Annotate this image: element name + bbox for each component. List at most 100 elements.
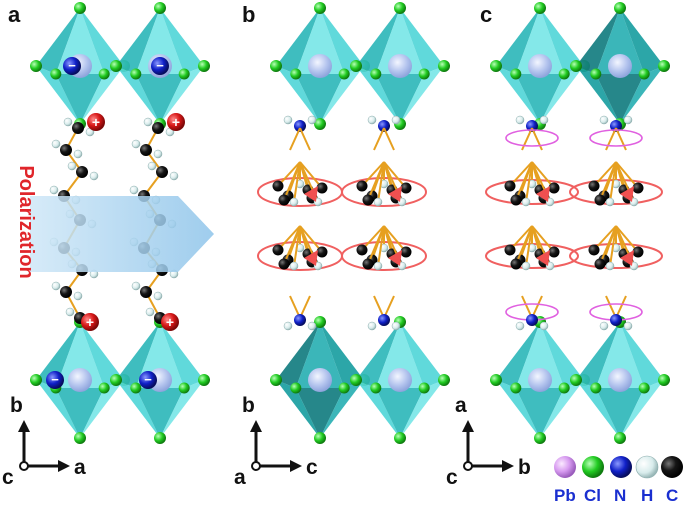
cl-atom: [510, 382, 522, 394]
polarization-arrow: Polarization: [15, 165, 214, 279]
cl-atom: [370, 68, 382, 80]
h-atom: [73, 291, 83, 301]
cl-atom: [130, 382, 142, 394]
bond: [289, 127, 301, 151]
c-atom: [400, 182, 412, 194]
h-atom: [599, 115, 609, 125]
bond: [525, 161, 533, 203]
c-atom: [152, 122, 164, 134]
h-atom: [153, 291, 163, 301]
h-atom: [391, 115, 401, 125]
bond: [599, 225, 617, 265]
c-atom: [272, 180, 284, 192]
bond: [599, 161, 617, 201]
rotation-arrow: [304, 186, 318, 202]
negative-charge-sign: −: [68, 58, 76, 73]
h-atom: [307, 321, 317, 331]
c-atom: [60, 286, 72, 298]
pbcl6-octahedron: [490, 2, 590, 130]
cl-atom: [658, 374, 670, 386]
h-atom: [51, 139, 61, 149]
h-atom: [521, 197, 531, 207]
cl-atom: [98, 382, 110, 394]
h-atom: [49, 185, 59, 195]
pb-atom: [308, 54, 332, 78]
cl-atom: [570, 60, 582, 72]
organic-cation-layer: −−−−++++: [46, 57, 663, 389]
cl-atom: [490, 60, 502, 72]
cl-atom: [30, 374, 42, 386]
c-atom: [72, 122, 84, 134]
cl-atom: [154, 432, 166, 444]
cl-atom: [314, 118, 326, 130]
bond: [377, 225, 385, 267]
bond: [615, 161, 639, 189]
panel-label-c: c: [480, 2, 492, 27]
h-atom: [131, 281, 141, 291]
pbcl6-octahedron: [30, 316, 130, 444]
cl-atom: [510, 68, 522, 80]
h-atom: [63, 117, 73, 127]
h-atom: [51, 281, 61, 291]
bond: [383, 161, 407, 189]
legend-swatch-pb: [554, 456, 576, 478]
pb-atom: [308, 368, 332, 392]
cl-atom: [558, 382, 570, 394]
cl-atom: [394, 2, 406, 14]
h-atom: [373, 261, 383, 271]
h-atom: [373, 197, 383, 207]
h-atom: [129, 185, 139, 195]
cl-atom: [418, 382, 430, 394]
h-atom: [539, 321, 549, 331]
cl-atom: [394, 432, 406, 444]
cl-atom: [350, 60, 362, 72]
pb-atom: [388, 368, 412, 392]
c-atom: [588, 180, 600, 192]
rotation-arrow: [304, 250, 318, 266]
c-atom: [60, 144, 72, 156]
cl-atom: [290, 68, 302, 80]
bond: [377, 161, 385, 203]
cl-atom: [338, 382, 350, 394]
axis-horizontal-label: a: [74, 456, 86, 479]
pbcl6-octahedron: [270, 316, 370, 444]
h-atom: [283, 115, 293, 125]
panel-label-b: b: [242, 2, 255, 27]
bond: [299, 161, 323, 189]
h-atom: [153, 149, 163, 159]
cl-atom: [270, 60, 282, 72]
rotation-arrow: [620, 250, 634, 266]
h-atom: [599, 321, 609, 331]
cl-atom: [490, 374, 502, 386]
cl-atom: [534, 2, 546, 14]
cl-atom: [534, 432, 546, 444]
cl-atom: [290, 382, 302, 394]
n-atom: [378, 314, 390, 326]
c-atom: [588, 244, 600, 256]
n-atom: [526, 314, 538, 326]
c-atom: [632, 246, 644, 258]
cl-atom: [198, 60, 210, 72]
polarization-label: Polarization: [15, 165, 37, 278]
axis-indicator-c: a b c: [446, 394, 531, 489]
pbcl6-octahedron: [570, 2, 670, 130]
positive-charge-sign: +: [166, 314, 174, 330]
cl-atom: [338, 68, 350, 80]
h-atom: [131, 139, 141, 149]
legend-label-h: H: [641, 486, 653, 505]
pbcl6-octahedron: [350, 2, 450, 130]
cl-atom: [590, 68, 602, 80]
bond: [367, 225, 385, 265]
pbcl6-octahedra-layer: [30, 2, 670, 444]
h-atom: [367, 321, 377, 331]
bond: [609, 225, 617, 267]
bond: [531, 161, 555, 189]
negative-charge-sign: −: [156, 58, 164, 73]
n-atom-charged: [139, 371, 157, 389]
cl-atom: [98, 68, 110, 80]
c-atom: [510, 194, 522, 206]
n-atom: [294, 120, 306, 132]
cl-atom: [370, 382, 382, 394]
rotation-ring-small: [589, 129, 643, 147]
ammonium-head-charged: [81, 313, 99, 331]
